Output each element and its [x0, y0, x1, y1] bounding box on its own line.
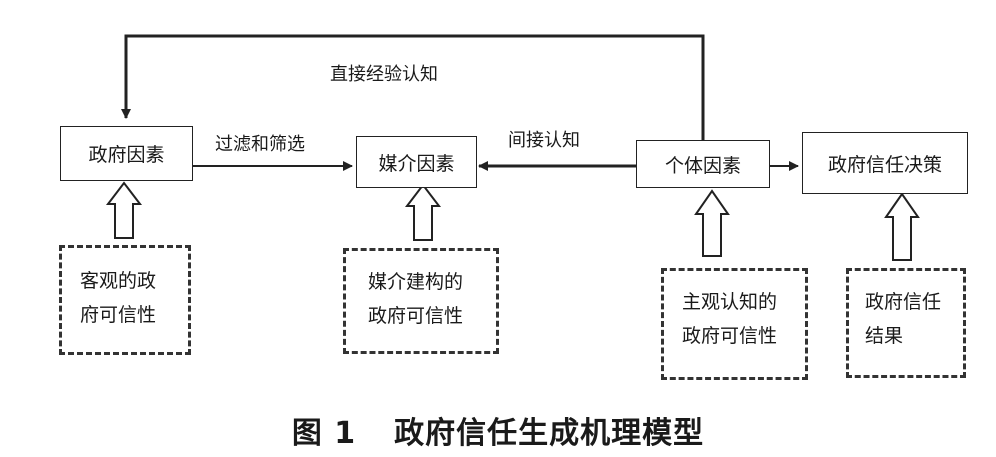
- node-media-factor: 媒介因素: [356, 136, 477, 188]
- figure-title: 政府信任生成机理模型: [394, 416, 705, 451]
- input-trust-result: 政府信任 结果: [846, 268, 966, 378]
- hollow-up-arrow-subjective: [694, 189, 730, 257]
- hollow-up-arrow-objective: [105, 181, 143, 239]
- input-result-line1: 政府信任: [865, 291, 942, 313]
- input-result-line2: 结果: [865, 325, 904, 347]
- figure-number: 图 1: [291, 416, 357, 451]
- input-subjective-line1: 主观认知的: [682, 291, 778, 313]
- input-media-line2: 政府可信性: [368, 305, 464, 327]
- input-objective-credibility: 客观的政 府可信性: [59, 245, 191, 355]
- figure-caption: 图 1 政府信任生成机理模型: [0, 408, 996, 452]
- node-gov-trust-decision: 政府信任决策: [802, 132, 968, 194]
- node-individual-factor: 个体因素: [636, 140, 770, 188]
- input-media-credibility: 媒介建构的 政府可信性: [343, 248, 499, 354]
- input-subjective-line2: 政府可信性: [682, 325, 778, 347]
- indirect-label: 间接认知: [508, 130, 580, 151]
- node-media-factor-label: 媒介因素: [378, 152, 455, 175]
- node-gov-factor: 政府因素: [60, 126, 193, 181]
- node-individual-factor-label: 个体因素: [664, 154, 741, 177]
- node-gov-trust-decision-label: 政府信任决策: [827, 153, 942, 176]
- node-gov-factor-label: 政府因素: [88, 144, 165, 166]
- input-objective-line2: 府可信性: [80, 304, 157, 326]
- input-media-line1: 媒介建构的: [368, 271, 464, 293]
- filter-label: 过滤和筛选: [215, 134, 305, 155]
- direct-experience-label: 直接经验认知: [330, 64, 438, 85]
- hollow-up-arrow-result: [884, 192, 920, 261]
- hollow-up-arrow-media: [404, 183, 442, 241]
- input-subjective-credibility: 主观认知的 政府可信性: [661, 268, 808, 380]
- input-objective-line1: 客观的政: [80, 270, 157, 292]
- direct-experience-connector: [121, 34, 705, 140]
